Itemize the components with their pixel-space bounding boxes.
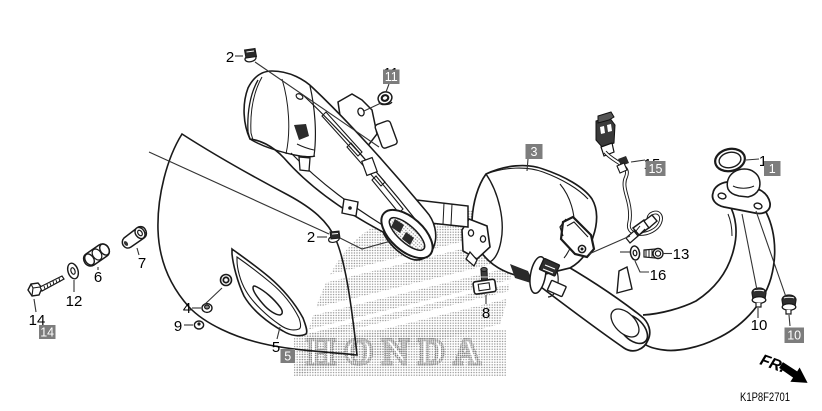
svg-text:8: 8 <box>482 305 490 322</box>
svg-text:16: 16 <box>650 267 667 284</box>
svg-text:5: 5 <box>284 350 291 364</box>
svg-text:7: 7 <box>138 255 146 272</box>
svg-text:2: 2 <box>226 49 234 66</box>
svg-text:10: 10 <box>787 329 801 343</box>
svg-text:10: 10 <box>751 317 768 334</box>
svg-text:1: 1 <box>759 153 767 170</box>
svg-text:K1P8F2701: K1P8F2701 <box>740 392 790 404</box>
svg-text:6: 6 <box>94 269 102 286</box>
svg-text:14: 14 <box>29 312 46 329</box>
svg-text:4: 4 <box>183 300 191 317</box>
svg-text:13: 13 <box>673 246 690 263</box>
svg-text:1: 1 <box>769 162 776 176</box>
svg-text:9: 9 <box>174 318 182 335</box>
svg-text:2: 2 <box>307 229 315 246</box>
svg-text:5: 5 <box>272 339 280 356</box>
svg-text:14: 14 <box>40 326 54 340</box>
svg-text:3: 3 <box>531 145 538 159</box>
svg-text:12: 12 <box>66 293 83 310</box>
svg-text:11: 11 <box>385 70 398 84</box>
svg-text:15: 15 <box>649 162 663 176</box>
